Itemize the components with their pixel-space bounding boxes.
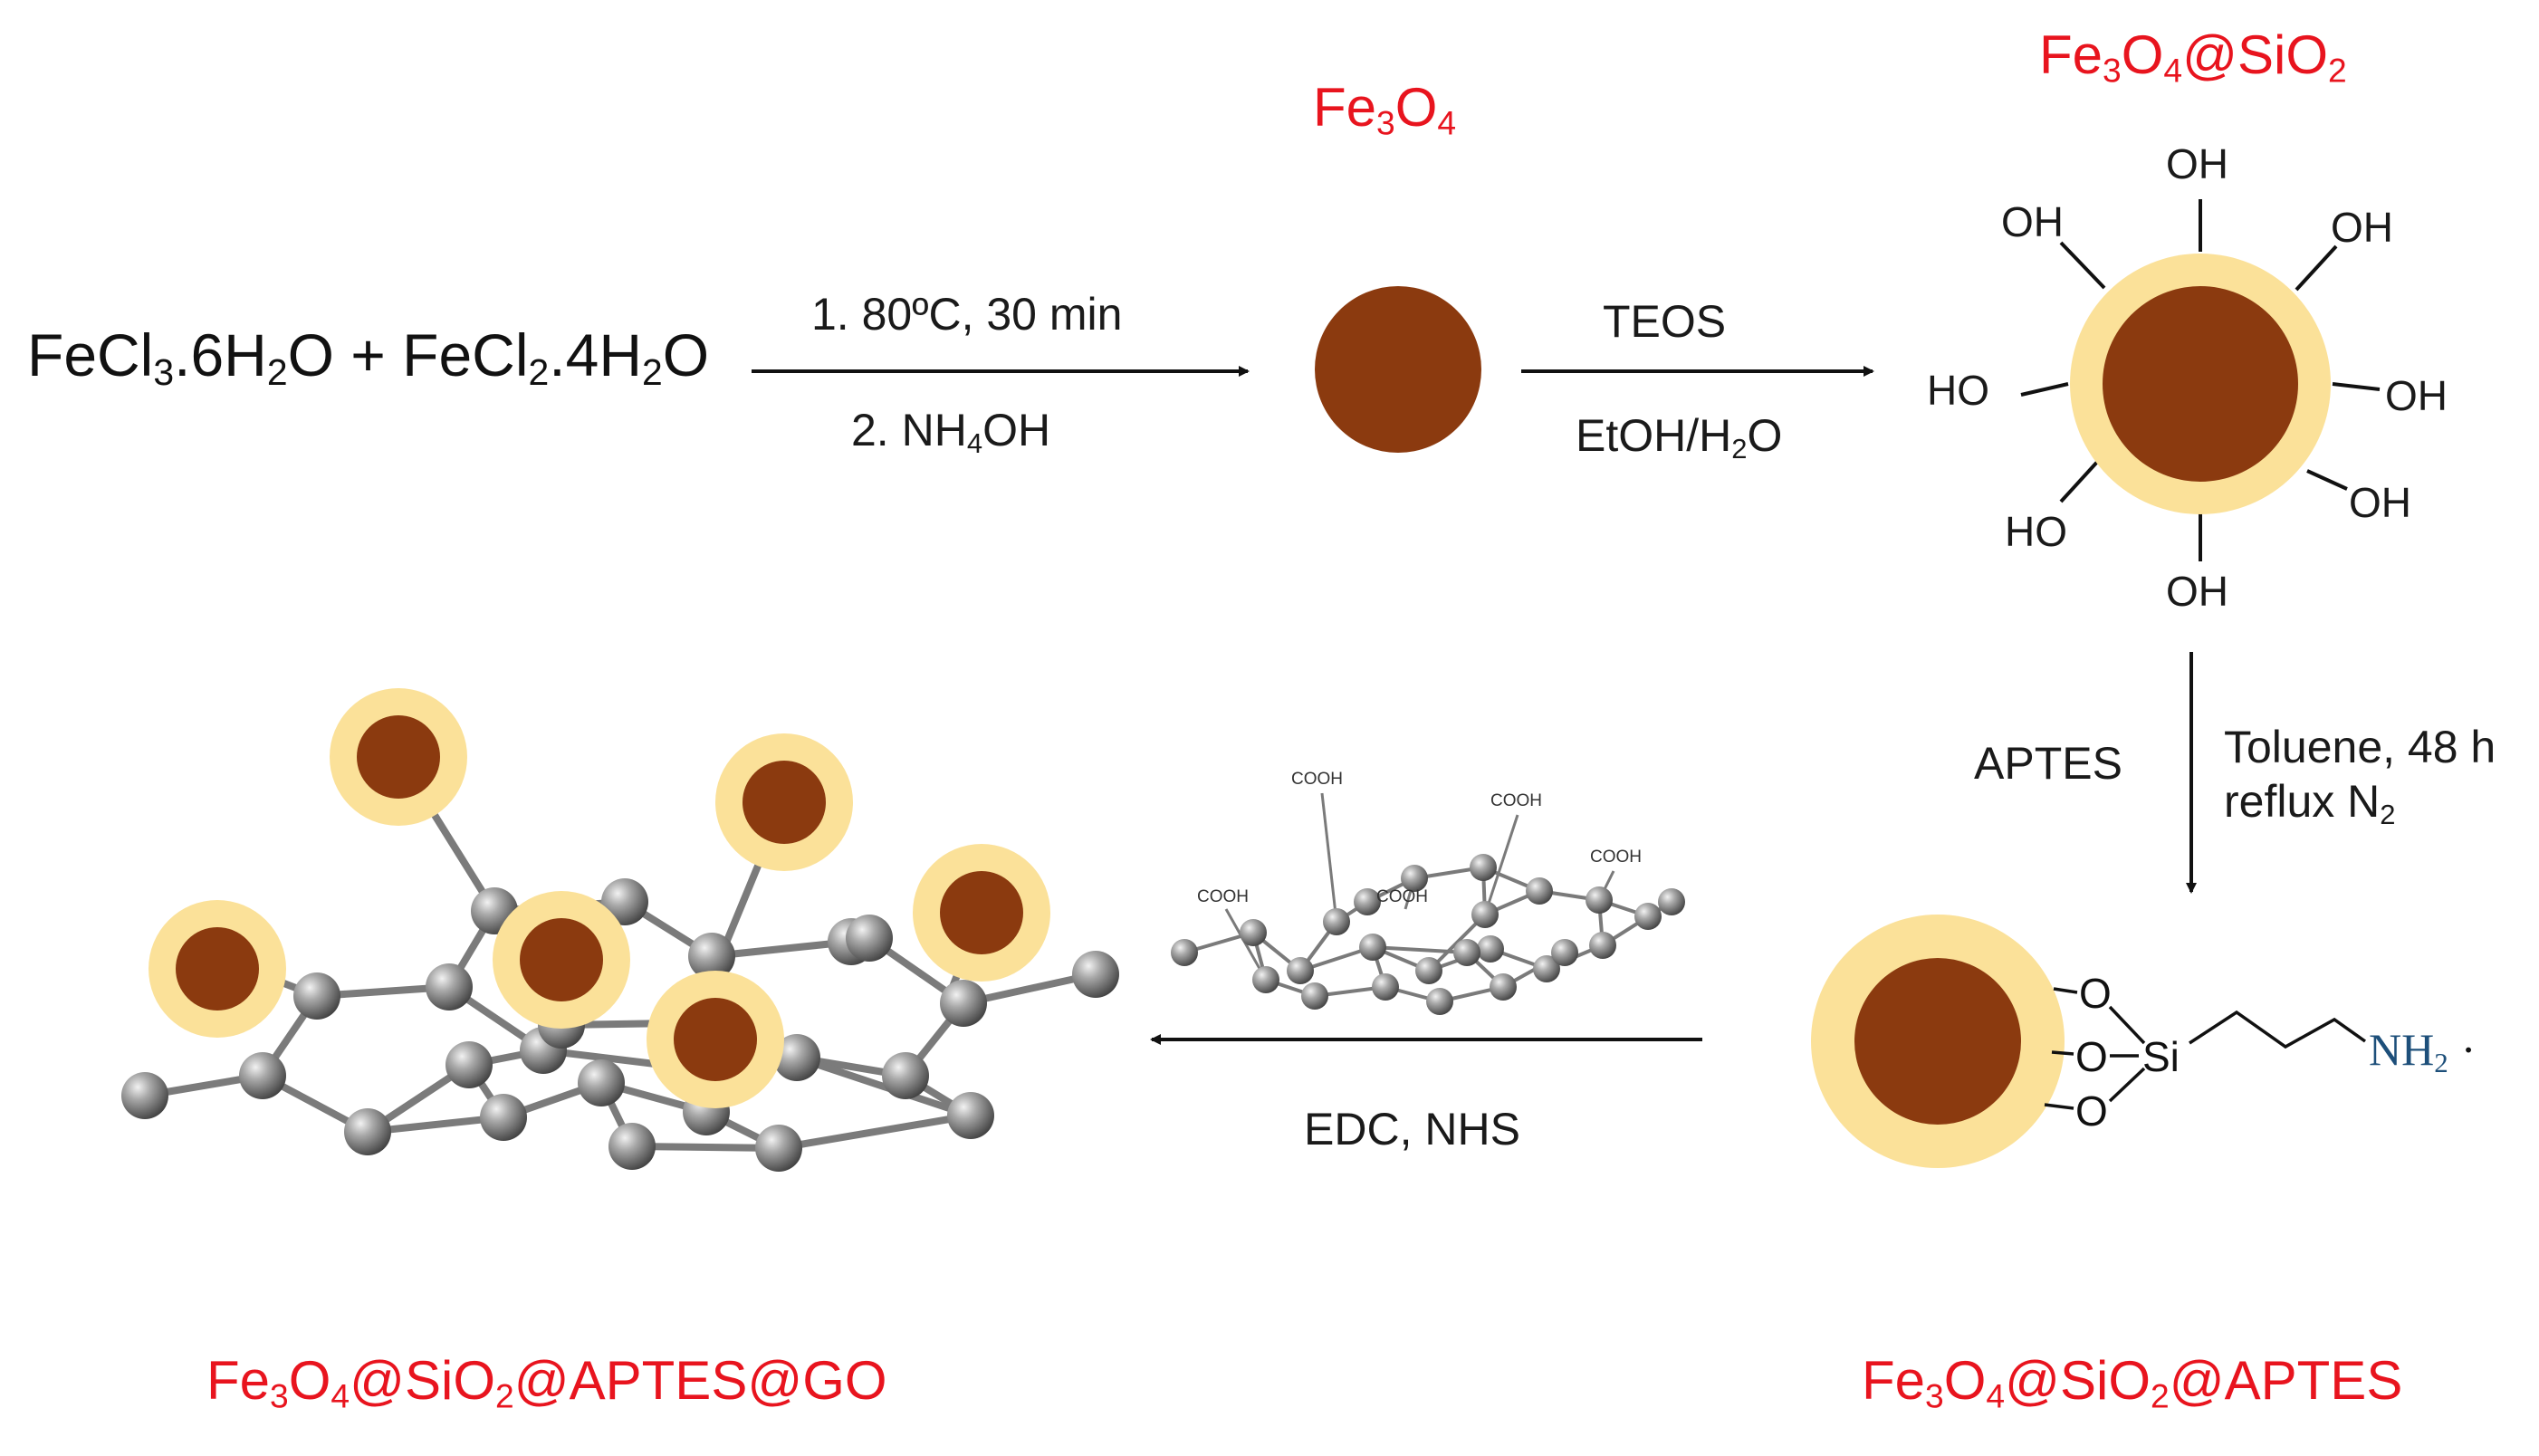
carbon-atom	[1470, 854, 1497, 881]
carbon-atom	[1634, 903, 1662, 930]
hydroxyl-label: HO	[2005, 508, 2067, 555]
step3-condition-2: reflux N2	[2224, 776, 2396, 830]
propyl-chain	[2189, 1010, 2367, 1049]
hydroxyl-label: OH	[2385, 372, 2448, 419]
carbon-atom	[947, 1092, 994, 1139]
carbon-atom	[1453, 939, 1480, 966]
carbon-atom	[940, 980, 987, 1027]
cooh-label: COOH	[1376, 887, 1428, 906]
carbon-atom	[293, 972, 340, 1020]
carbon-atom	[1372, 973, 1399, 1001]
carbon-atom	[1658, 888, 1685, 915]
particle-core	[357, 715, 440, 799]
aptes-oxygen: O	[2075, 1087, 2108, 1135]
carbon-atom	[1301, 982, 1328, 1010]
carbon-atom	[688, 933, 735, 980]
carbon-atom	[882, 1052, 929, 1099]
carbon-atom	[1490, 973, 1517, 1001]
carbon-atom	[426, 963, 473, 1011]
aptes-oxygen: O	[2075, 1033, 2108, 1080]
carbon-atom	[344, 1108, 391, 1155]
carbon-atom	[1586, 886, 1613, 914]
step2-solvent: EtOH/H2O	[1576, 410, 1783, 465]
graphene-bond	[778, 1112, 972, 1152]
carbon-atom	[1533, 955, 1560, 982]
step2-reagent: TEOS	[1603, 296, 1727, 347]
graphene-bond	[631, 1143, 780, 1152]
aptes-functionalized-particle	[1811, 915, 2367, 1168]
step1-condition-2: 2. NH4OH	[851, 405, 1051, 459]
carbon-atom	[1323, 908, 1350, 935]
carbon-atom	[121, 1072, 168, 1119]
carbon-atom	[1072, 951, 1119, 998]
composite-graphene-sheet	[121, 688, 1119, 1172]
hydroxyl-label: HO	[1927, 367, 1989, 414]
carbon-atom	[1171, 939, 1198, 966]
step3-reagent: APTES	[1974, 738, 2122, 789]
carbon-atom	[1477, 935, 1504, 963]
magnetite-core	[2103, 286, 2298, 482]
label-fe3o4-sio2-aptes: Fe3O4@SiO2@APTES	[1862, 1350, 2403, 1415]
particle-core	[520, 918, 603, 1001]
carbon-atom	[578, 1059, 625, 1106]
carbon-atom	[846, 915, 893, 962]
carbon-atom	[755, 1125, 802, 1172]
label-fe3o4-sio2: Fe3O4@SiO2	[2039, 24, 2347, 90]
carbon-atom	[1252, 966, 1279, 993]
hydroxyl-label: OH	[2001, 198, 2064, 245]
cooh-bond	[1483, 814, 1519, 915]
fe3o4-core-particle	[1315, 286, 1481, 453]
reactants-formula: FeCl3.6H2O + FeCl2.4H2O	[27, 321, 710, 394]
aptes-magnetite-core	[1854, 958, 2021, 1125]
carbon-atom	[1426, 988, 1453, 1015]
carbon-atom	[480, 1094, 527, 1141]
carbon-atom	[608, 1123, 656, 1170]
carbon-atom	[1551, 939, 1578, 966]
hydroxyl-label: OH	[2166, 568, 2228, 615]
carbon-atom	[1359, 934, 1386, 961]
graphene-bond	[795, 1054, 972, 1119]
cooh-bond	[1320, 792, 1338, 923]
carbon-atom	[601, 878, 648, 925]
cooh-label: COOH	[1291, 770, 1343, 789]
hydroxyl-label: OH	[2331, 204, 2393, 251]
step4-reagent: EDC, NHS	[1304, 1104, 1520, 1154]
label-fe3o4-sio2-aptes-go: Fe3O4@SiO2@APTES@GO	[206, 1350, 887, 1415]
cooh-label: COOH	[1197, 887, 1249, 906]
particle-core	[176, 927, 259, 1011]
go-bond	[1372, 945, 1468, 954]
carbon-atom	[1589, 932, 1616, 959]
hydroxyl-label: OH	[2349, 479, 2411, 526]
step1-condition-1: 1. 80ºC, 30 min	[811, 289, 1123, 340]
cooh-label: COOH	[1590, 848, 1642, 867]
carbon-atom	[773, 1034, 820, 1081]
label-fe3o4: Fe3O4	[1313, 77, 1457, 142]
silica-coated-particle	[2020, 199, 2381, 561]
aptes-silicon: Si	[2142, 1033, 2180, 1080]
aptes-oxygen: O	[2079, 970, 2112, 1017]
carbon-atom	[1240, 919, 1267, 946]
particle-core	[940, 871, 1023, 954]
hydroxyl-bonds	[2020, 199, 2381, 561]
carbon-atom	[1526, 877, 1553, 905]
carbon-atom	[446, 1041, 493, 1088]
particle-core	[743, 761, 826, 844]
carbon-atom	[239, 1052, 286, 1099]
carbon-atom	[1415, 957, 1442, 984]
carbon-atom	[1354, 888, 1381, 915]
particle-core	[674, 998, 757, 1081]
hydroxyl-label: OH	[2166, 140, 2228, 187]
graphene-oxide-sheet	[1171, 792, 1685, 1015]
carbon-atom	[1401, 865, 1428, 892]
carbon-atom	[1287, 957, 1314, 984]
carbon-atom	[1471, 901, 1499, 928]
cooh-label: COOH	[1490, 791, 1542, 810]
step3-condition-1: Toluene, 48 h	[2224, 722, 2496, 772]
aptes-amine: NH2·	[2369, 1024, 2477, 1078]
